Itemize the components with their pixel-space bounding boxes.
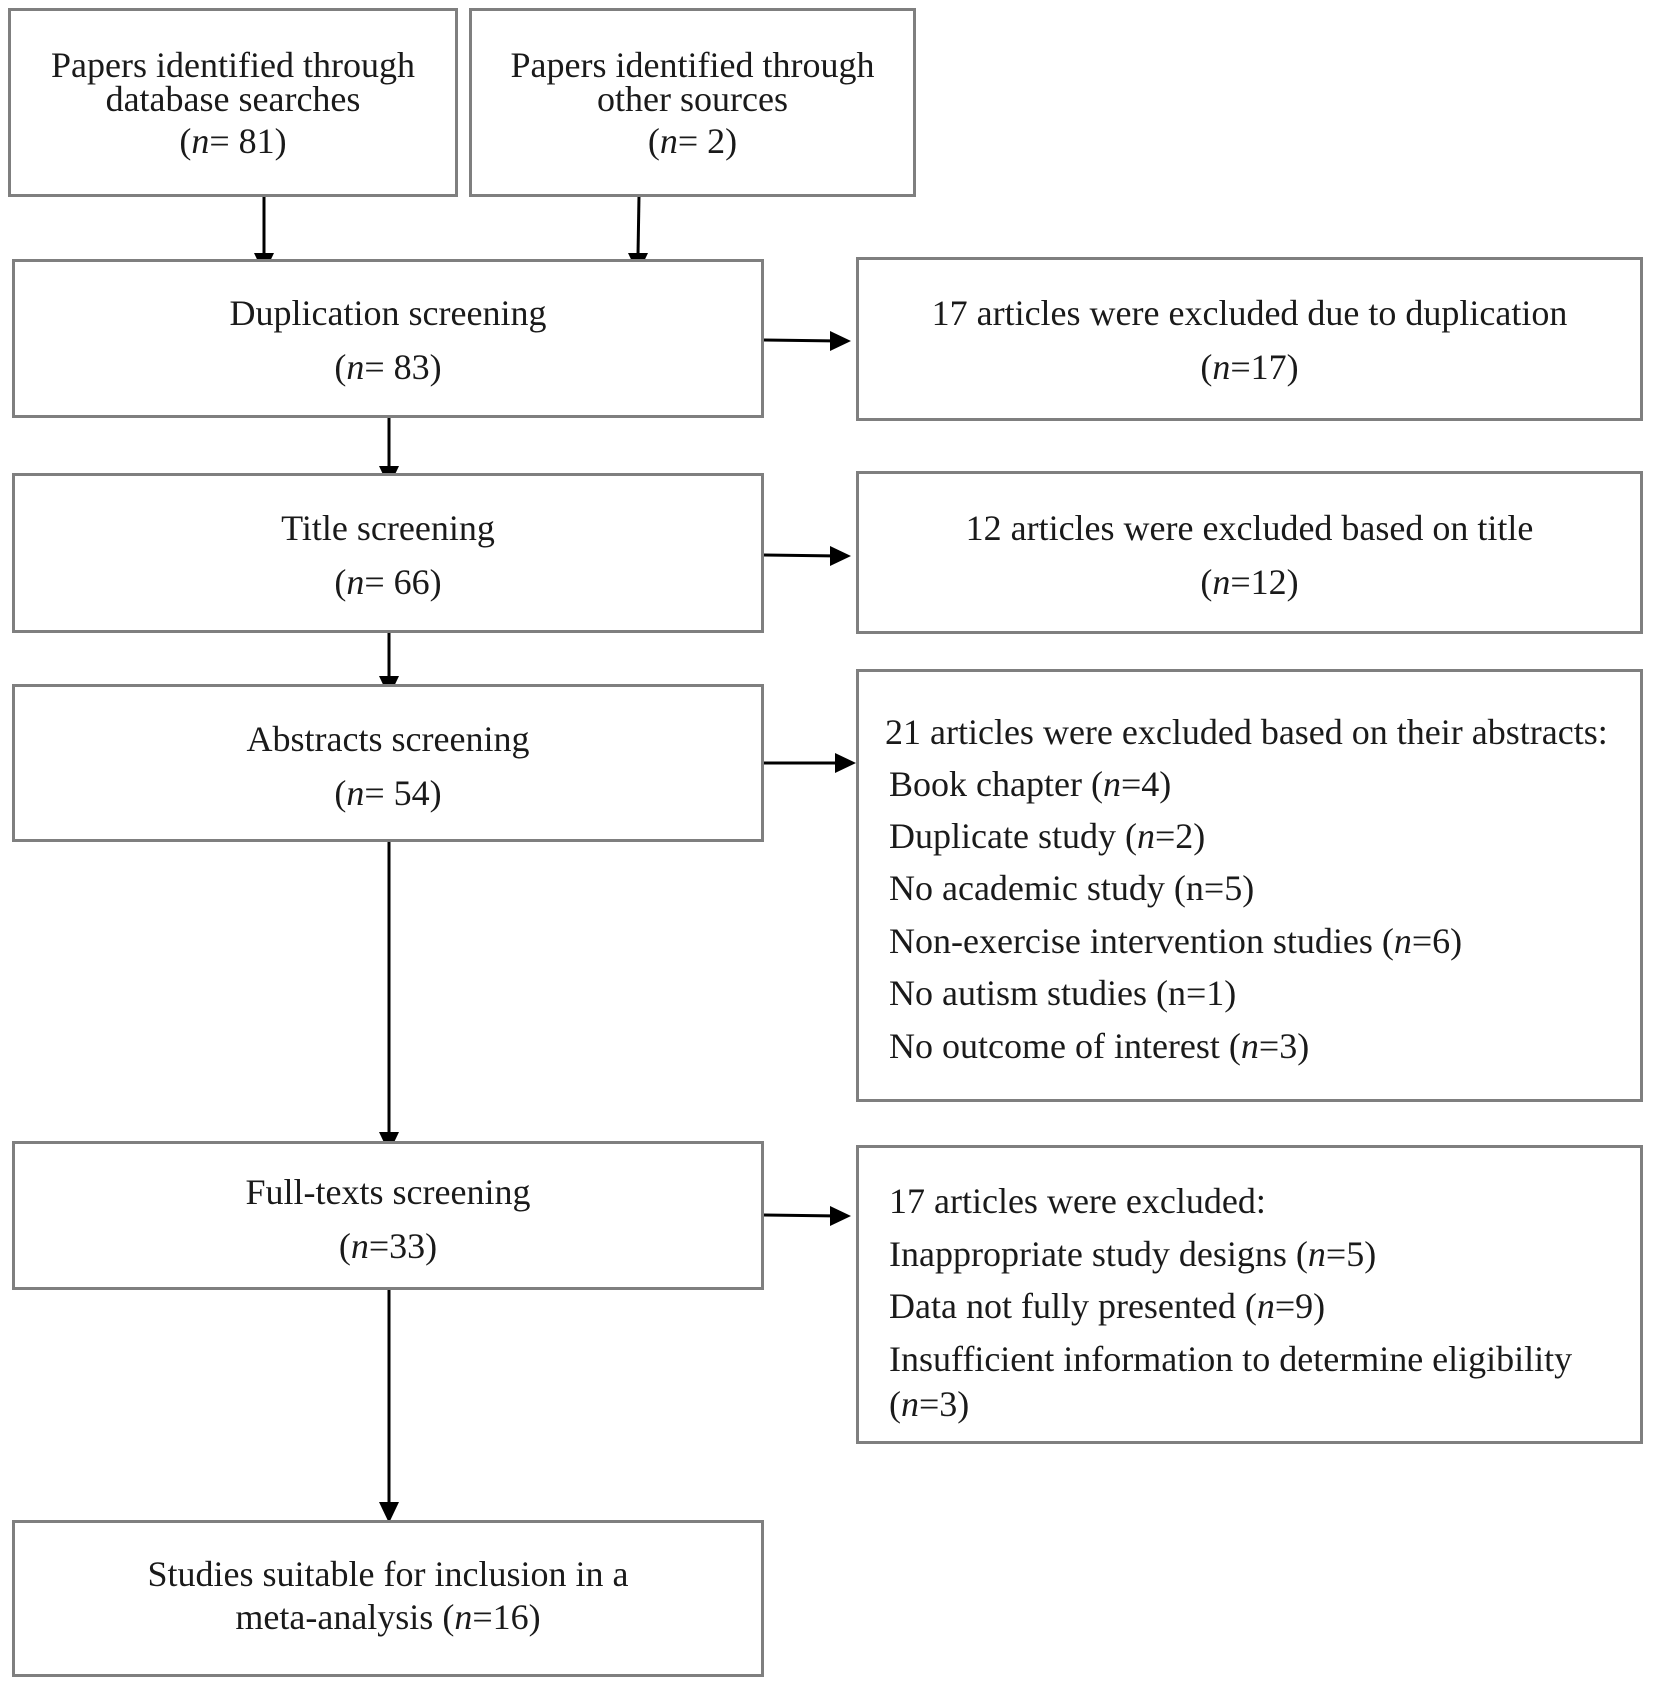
arrow-duplication-to-exclusion xyxy=(763,338,841,343)
other-count: (n= 2) xyxy=(647,121,738,161)
duplication-screening-box: Duplication screening (n= 83) xyxy=(12,259,764,418)
fulltexts-exclusion-item: Data not fully presented (n=9) xyxy=(889,1286,1326,1326)
duplication-count: (n= 83) xyxy=(334,347,442,387)
title-exclusion-count: (n=12) xyxy=(1200,562,1299,602)
included-line1: Studies suitable for inclusion in a xyxy=(147,1554,629,1594)
fulltexts-exclusion-item: Insufficient information to determine el… xyxy=(889,1339,1573,1379)
database-count: (n= 81) xyxy=(179,121,287,161)
title-screening-title: Title screening xyxy=(281,508,495,548)
title-exclusion-box: 12 articles were excluded based on title… xyxy=(856,471,1643,634)
database-line2: database searches xyxy=(105,79,361,119)
duplication-title: Duplication screening xyxy=(229,293,547,333)
abstracts-exclusion-box: 21 articles were excluded based on their… xyxy=(856,669,1643,1102)
title-screening-count: (n= 66) xyxy=(334,562,442,602)
other-sources-box: Papers identified through other sources … xyxy=(469,8,916,197)
abstracts-exclusion-item: No academic study (n=5) xyxy=(889,868,1255,908)
abstracts-count: (n= 54) xyxy=(334,773,442,813)
fulltexts-exclusion-item: Inappropriate study designs (n=5) xyxy=(889,1234,1377,1274)
fulltexts-title: Full-texts screening xyxy=(245,1172,531,1212)
abstracts-exclusion-item: Non-exercise intervention studies (n=6) xyxy=(889,921,1463,961)
other-line1: Papers identified through xyxy=(510,45,875,85)
duplication-exclusion-box: 17 articles were excluded due to duplica… xyxy=(856,257,1643,421)
arrowhead xyxy=(830,1206,851,1226)
abstracts-exclusion-item: Duplicate study (n=2) xyxy=(889,816,1206,856)
arrow-fulltexts-to-exclusion xyxy=(763,1213,841,1218)
abstracts-exclusion-item: No outcome of interest (n=3) xyxy=(889,1026,1310,1066)
arrowhead xyxy=(830,331,851,351)
fulltexts-exclusion-box: 17 articles were excluded: Inappropriate… xyxy=(856,1145,1643,1444)
abstracts-exclusion-item: No autism studies (n=1) xyxy=(889,973,1237,1013)
other-line2: other sources xyxy=(597,79,788,119)
abstracts-exclusion-item: Book chapter (n=4) xyxy=(889,764,1172,804)
included-studies-box: Studies suitable for inclusion in a meta… xyxy=(12,1520,764,1677)
included-line2: meta-analysis (n=16) xyxy=(235,1597,541,1637)
fulltexts-exclusion-tail: (n=3) xyxy=(889,1384,970,1424)
arrowhead xyxy=(830,546,851,566)
database-line1: Papers identified through xyxy=(51,45,415,85)
duplication-exclusion-title: 17 articles were excluded due to duplica… xyxy=(931,293,1568,333)
duplication-exclusion-count: (n=17) xyxy=(1200,347,1299,387)
title-screening-box: Title screening (n= 66) xyxy=(12,473,764,633)
database-searches-box: Papers identified through database searc… xyxy=(8,8,458,197)
abstracts-screening-box: Abstracts screening (n= 54) xyxy=(12,684,764,842)
abstracts-exclusion-header: 21 articles were excluded based on their… xyxy=(885,712,1608,752)
arrow-other-to-duplication xyxy=(636,195,641,256)
fulltexts-exclusion-header: 17 articles were excluded: xyxy=(889,1181,1266,1221)
arrow-title-to-exclusion xyxy=(763,553,841,558)
arrowhead xyxy=(379,1502,399,1523)
arrowhead xyxy=(835,753,856,773)
abstracts-title: Abstracts screening xyxy=(246,719,530,759)
title-exclusion-title: 12 articles were excluded based on title xyxy=(965,508,1534,548)
fulltexts-count: (n=33) xyxy=(338,1226,438,1266)
fulltexts-screening-box: Full-texts screening (n=33) xyxy=(12,1141,764,1290)
